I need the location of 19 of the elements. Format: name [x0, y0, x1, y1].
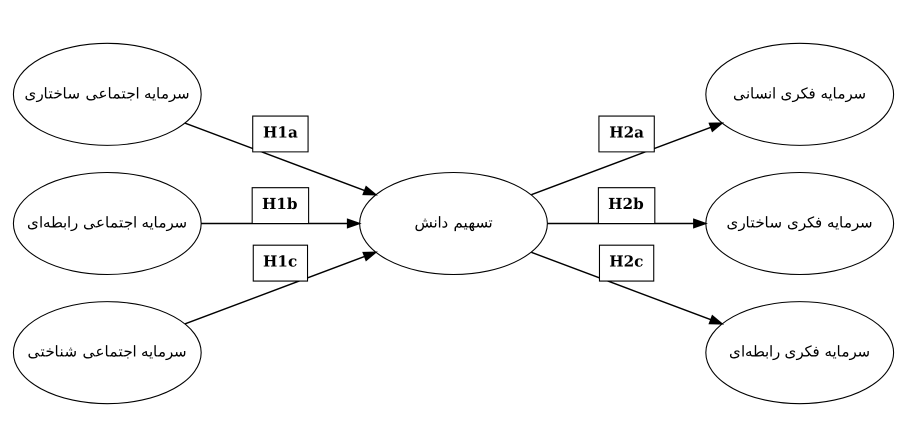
node-ellipse: سرمایه اجتماعی رابطه‌ای — [12, 171, 202, 275]
arrow — [184, 251, 378, 324]
edge-label: H2b — [608, 194, 644, 213]
arrow — [184, 122, 378, 195]
edge-label: H1c — [262, 252, 297, 270]
edge-label: H2a — [608, 122, 644, 141]
arrow — [200, 218, 362, 228]
node-ellipse: سرمایه اجتماعی شناختی — [12, 300, 202, 404]
arrow — [530, 251, 724, 324]
node-ellipse: سرمایه فکری انسانی — [704, 42, 894, 146]
node-ellipse: سرمایه فکری رابطه‌ای — [704, 300, 894, 404]
node-ellipse: تسهیم دانش — [358, 171, 548, 275]
edge-label: H2c — [608, 252, 643, 270]
arrow — [530, 122, 724, 195]
edge-label: H1b — [261, 194, 297, 213]
node-ellipse: سرمایه اجتماعی ساختاری — [12, 42, 202, 146]
edge-label: H1a — [262, 122, 298, 141]
node-ellipse: سرمایه فکری ساختاری — [704, 171, 894, 275]
arrow — [547, 218, 708, 228]
